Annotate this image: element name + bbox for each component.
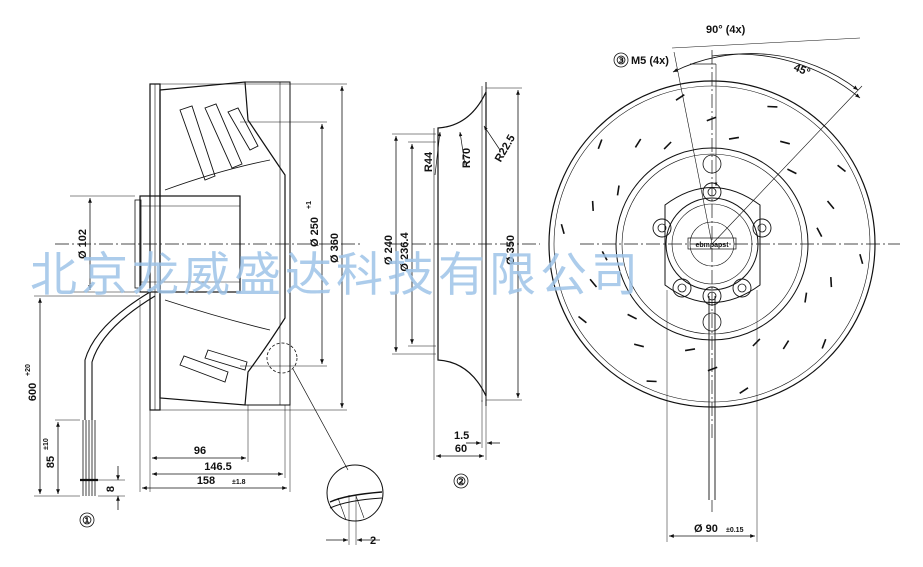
blade-tick <box>752 338 761 347</box>
blade-tick <box>837 164 846 173</box>
label-d250: Ø 250 <box>309 217 321 247</box>
blade-tick <box>859 253 864 265</box>
label-detail-gap: 2 <box>370 535 376 547</box>
blade-tick <box>560 223 565 235</box>
inner-ring <box>615 147 809 341</box>
label-158: 158 <box>197 475 215 487</box>
label-angle45: 45° <box>792 62 812 79</box>
label-cable-tol: +20 <box>25 364 32 376</box>
blade-tick <box>706 116 717 122</box>
logo-text: ebmpapst <box>695 242 729 249</box>
view-number-circle <box>79 512 95 528</box>
impeller-body <box>159 81 286 406</box>
blade-tick <box>816 227 823 237</box>
label-wire: 85 <box>45 456 57 468</box>
ring-view <box>390 82 540 489</box>
impeller-rim <box>245 81 291 406</box>
angle-arc-45 <box>711 53 861 99</box>
label-strip: 8 <box>105 486 117 492</box>
blade-tick <box>826 200 835 210</box>
blade-tick <box>821 338 827 349</box>
blade-tick <box>728 136 740 140</box>
view-number-2: ② <box>456 476 466 488</box>
label-t15: 1.5 <box>454 430 469 442</box>
view-number-1: ① <box>82 515 92 527</box>
cable <box>84 291 151 420</box>
blade <box>227 107 259 151</box>
blade-tick <box>804 292 808 303</box>
blade-tick <box>663 141 672 150</box>
blade-tick <box>633 343 645 348</box>
label-d90: Ø 90 <box>694 523 718 535</box>
label-158-tol: ±1.8 <box>232 479 246 486</box>
blade-tick <box>779 140 791 145</box>
blade-tick <box>627 313 637 320</box>
front-view: ebmpapst <box>548 37 900 542</box>
blade-tick <box>830 277 833 288</box>
blade-tick <box>589 278 598 288</box>
label-cable: 600 <box>27 383 39 401</box>
blade-tick <box>578 315 587 324</box>
mounting-holes <box>652 154 772 332</box>
label-angle90: 90° (4x) <box>706 24 746 36</box>
label-d90-tol: ±0.15 <box>726 527 744 534</box>
blade-tick <box>616 185 620 196</box>
label-d350: Ø 350 <box>505 235 517 265</box>
label-thread: M5 (4x) <box>631 55 669 67</box>
thread-number: ③ <box>616 55 626 67</box>
blade <box>204 103 243 169</box>
blade-tick <box>684 348 696 352</box>
label-d360: Ø 360 <box>329 233 341 263</box>
label-d102: Ø 102 <box>77 229 89 259</box>
detail-marker <box>266 342 298 374</box>
label-d236: Ø 236.4 <box>399 232 411 272</box>
thread-number-circle <box>613 52 629 68</box>
label-d250-tol: +1 <box>306 201 313 209</box>
blade-tick <box>739 387 749 394</box>
blade <box>179 355 229 383</box>
angle-arc-90 <box>672 53 859 91</box>
label-wire-tol: ±10 <box>43 438 50 450</box>
label-r44: R44 <box>423 151 435 172</box>
motor-hub <box>139 195 241 293</box>
blade-tick <box>601 251 608 261</box>
hub-circle <box>665 197 759 291</box>
blade-tick <box>591 200 594 211</box>
motor-flange <box>664 187 761 303</box>
label-r22: R22.5 <box>493 133 518 164</box>
blade-tick <box>597 139 603 150</box>
detail-view <box>326 464 384 522</box>
wire-ends <box>80 420 98 496</box>
blade-tick <box>787 168 797 175</box>
label-146: 146.5 <box>204 461 232 473</box>
blade-tick <box>634 138 642 148</box>
label-96: 96 <box>194 445 206 457</box>
label-d240: Ø 240 <box>383 235 395 265</box>
side-view <box>34 81 384 545</box>
blade-tick <box>782 340 790 350</box>
label-r70: R70 <box>461 148 473 168</box>
blade <box>204 349 248 371</box>
label-w60: 60 <box>455 443 467 455</box>
watermark-text: 北京龙威盛达科技有限公司 <box>30 248 642 303</box>
logo-plate <box>687 237 737 250</box>
blade <box>179 105 216 181</box>
